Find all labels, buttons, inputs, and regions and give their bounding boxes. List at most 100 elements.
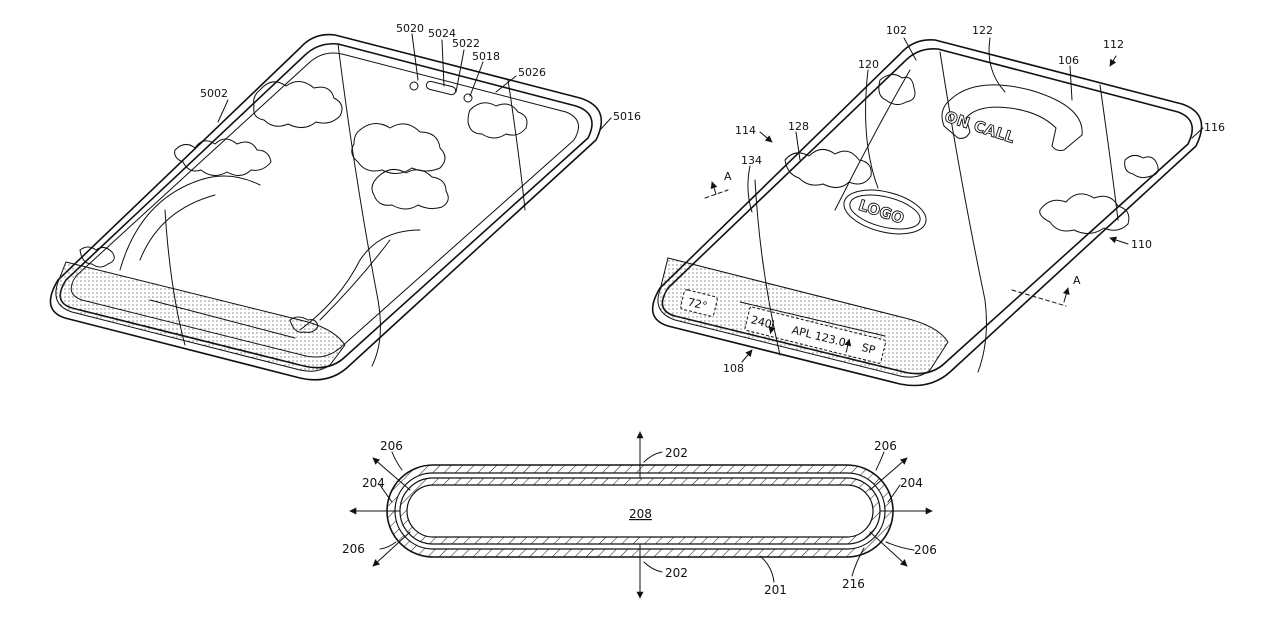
ref-5022: 5022 [452, 37, 480, 50]
leader-216 [851, 547, 865, 577]
ref-128: 128 [788, 120, 809, 133]
right-curve-line-a [754, 179, 781, 356]
leader-110 [1109, 236, 1129, 245]
left-phone-bottom-dotted-band [55, 261, 346, 372]
ref-116: 116 [1204, 121, 1225, 134]
leader-102 [903, 37, 917, 61]
leader-122 [988, 37, 1006, 93]
leader-112 [1109, 55, 1117, 67]
right-curve-line-b [939, 51, 987, 373]
leader-201 [759, 555, 775, 583]
leader-204-l [379, 484, 393, 503]
temperature-label: 72° [686, 295, 708, 312]
logo-inner-ellipse [849, 194, 921, 230]
ref-5026: 5026 [518, 66, 546, 79]
ref-102: 102 [886, 24, 907, 37]
section-marker-a-top: A [724, 170, 732, 183]
leader-5018 [469, 61, 484, 97]
on-call-label: ON CALL [942, 107, 1017, 147]
handset-icon [941, 84, 1083, 151]
ref-204-left: 204 [362, 476, 385, 490]
ref-5016: 5016 [613, 110, 641, 123]
section-marker-a-bottom: A [1073, 274, 1081, 287]
ref-112: 112 [1103, 38, 1124, 51]
ref-122: 122 [972, 24, 993, 37]
leader-116 [1191, 127, 1204, 139]
tree-illustration [79, 81, 528, 333]
section-arrow-a-top [710, 181, 718, 195]
left-curve-line-a [164, 209, 186, 346]
leader-206-br [885, 541, 915, 551]
ref-5020: 5020 [396, 22, 424, 35]
ref-106: 106 [1058, 54, 1079, 67]
right-foliage-small [1124, 154, 1159, 179]
sensor-cluster [409, 80, 473, 103]
leader-106 [1069, 65, 1073, 101]
left-curve-line-b [337, 43, 381, 367]
arrow-206-top-left [372, 457, 411, 491]
leader-5022 [455, 49, 465, 93]
right-curve-line-d [834, 69, 911, 211]
leader-206-tr [875, 451, 885, 471]
leader-5002 [217, 99, 229, 123]
ref-206-bottom-left: 206 [342, 542, 365, 556]
leader-204-r [887, 484, 901, 503]
ref-5018: 5018 [472, 50, 500, 63]
left-curve-line-c [507, 79, 526, 211]
leader-206-tl [391, 451, 403, 471]
left-phone-outer-body [49, 33, 603, 381]
leader-128 [795, 131, 801, 161]
right-foliage-right [1039, 193, 1130, 234]
arrow-206-top-right [869, 457, 908, 491]
section-arrow-a-bottom [1062, 287, 1070, 303]
ref-5002: 5002 [200, 87, 228, 100]
ref-206-top-left: 206 [380, 439, 403, 453]
leader-134 [747, 165, 753, 213]
speaker-slot [425, 80, 457, 96]
ref-110: 110 [1131, 238, 1152, 251]
leader-5016 [599, 117, 612, 131]
logo-outer-ellipse [843, 189, 927, 235]
right-curve-line-c [1099, 84, 1119, 221]
left-phone-figure: 5002 5020 5024 5022 5018 5026 5016 [49, 22, 641, 381]
leader-206-bl [379, 541, 397, 550]
ref-206-top-right: 206 [874, 439, 897, 453]
section-line-a-top [704, 189, 729, 199]
ref-114: 114 [735, 124, 756, 137]
leader-114 [759, 131, 773, 143]
sp-label: SP [860, 341, 877, 357]
right-foliage-top [878, 74, 916, 106]
front-sensor-right [463, 93, 473, 103]
arrow-206-bottom-left [372, 531, 411, 567]
left-phone-curved-edge-line [149, 299, 296, 339]
section-cavity [406, 484, 874, 538]
arrow-206-bottom-right [869, 531, 908, 567]
ref-202-bottom: 202 [665, 566, 688, 580]
ref-216: 216 [842, 577, 865, 591]
cross-section-figure: 208 202 202 206 206 206 206 204 204 201 … [342, 431, 937, 599]
temperature-box [680, 289, 718, 317]
section-line-a-bottom [1011, 289, 1067, 307]
ref-108: 108 [723, 362, 744, 375]
leader-5024 [441, 39, 445, 87]
ref-120: 120 [858, 58, 879, 71]
ref-5024: 5024 [428, 27, 456, 40]
ref-201: 201 [764, 583, 787, 597]
right-phone-curved-edge-line [739, 301, 886, 337]
ref-202-top: 202 [665, 446, 688, 460]
leader-202-bottom [643, 561, 663, 573]
ticker-complication: 240 APL 123.0 SP [744, 306, 887, 364]
front-camera-left [409, 81, 419, 91]
logo-graphic: LOGO [843, 189, 927, 235]
ref-134: 134 [741, 154, 762, 167]
ref-204-right: 204 [900, 476, 923, 490]
ref-206-bottom-right: 206 [914, 543, 937, 557]
leader-202-top [643, 451, 663, 463]
leader-5020 [411, 33, 419, 81]
leader-120 [865, 69, 879, 189]
right-phone-outer-body [651, 38, 1203, 387]
ref-208: 208 [629, 507, 652, 521]
leader-5026 [495, 75, 517, 93]
right-foliage-left [784, 149, 872, 188]
